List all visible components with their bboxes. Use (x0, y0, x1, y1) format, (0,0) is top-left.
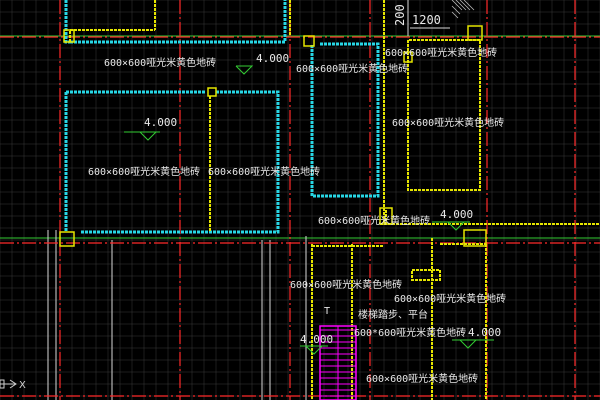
stair (319, 325, 357, 400)
level-label-3: 4.000 (440, 208, 473, 221)
level-label-4: 4.000 (468, 326, 501, 339)
level-label-2: 4.000 (144, 116, 177, 129)
stair-tile-label: 600*600哑光米黄色地砖 (354, 326, 466, 339)
hatch-area (451, 0, 475, 19)
stair-letter: T (324, 306, 330, 317)
dim-200-label: 200 (393, 4, 407, 26)
tile-label-10: 600×600哑光米黄色地砖 (366, 372, 478, 385)
white-lines (47, 230, 307, 400)
level-label-5: 4.000 (300, 333, 333, 346)
ucs-x-label: X (19, 380, 26, 391)
cyan-walls (64, 0, 380, 234)
stair-note-label: 楼梯踏步、平台 (358, 308, 428, 321)
tile-label-9: 600×600哑光米黄色地砖 (394, 292, 506, 305)
level-label-1: 4.000 (256, 52, 289, 65)
tile-label-7: 600×600哑光米黄色地砖 (318, 214, 430, 227)
corner-blocks (59, 25, 487, 247)
green-lines (0, 35, 600, 239)
level-markers (124, 65, 494, 355)
dimension-labels: 200 1200 (393, 0, 450, 36)
tile-label-3: 600×600哑光米黄色地砖 (385, 46, 497, 59)
tile-label-4: 600×600哑光米黄色地砖 (392, 116, 504, 129)
tile-label-1: 600×600哑光米黄色地砖 (104, 56, 216, 69)
dim-1200-label: 1200 (412, 13, 441, 27)
tile-label-8: 600×600哑光米黄色地砖 (290, 278, 402, 291)
level-labels: 4.000 4.000 4.000 4.000 4.000 (144, 52, 501, 346)
ucs-icon (0, 379, 17, 389)
tile-label-2: 600×600哑光米黄色地砖 (296, 62, 408, 75)
tile-label-5: 600×600哑光米黄色地砖 (88, 165, 200, 178)
room-labels: 600×600哑光米黄色地砖 600×600哑光米黄色地砖 600×600哑光米… (88, 46, 506, 385)
tile-label-6: 600×600哑光米黄色地砖 (208, 165, 320, 178)
